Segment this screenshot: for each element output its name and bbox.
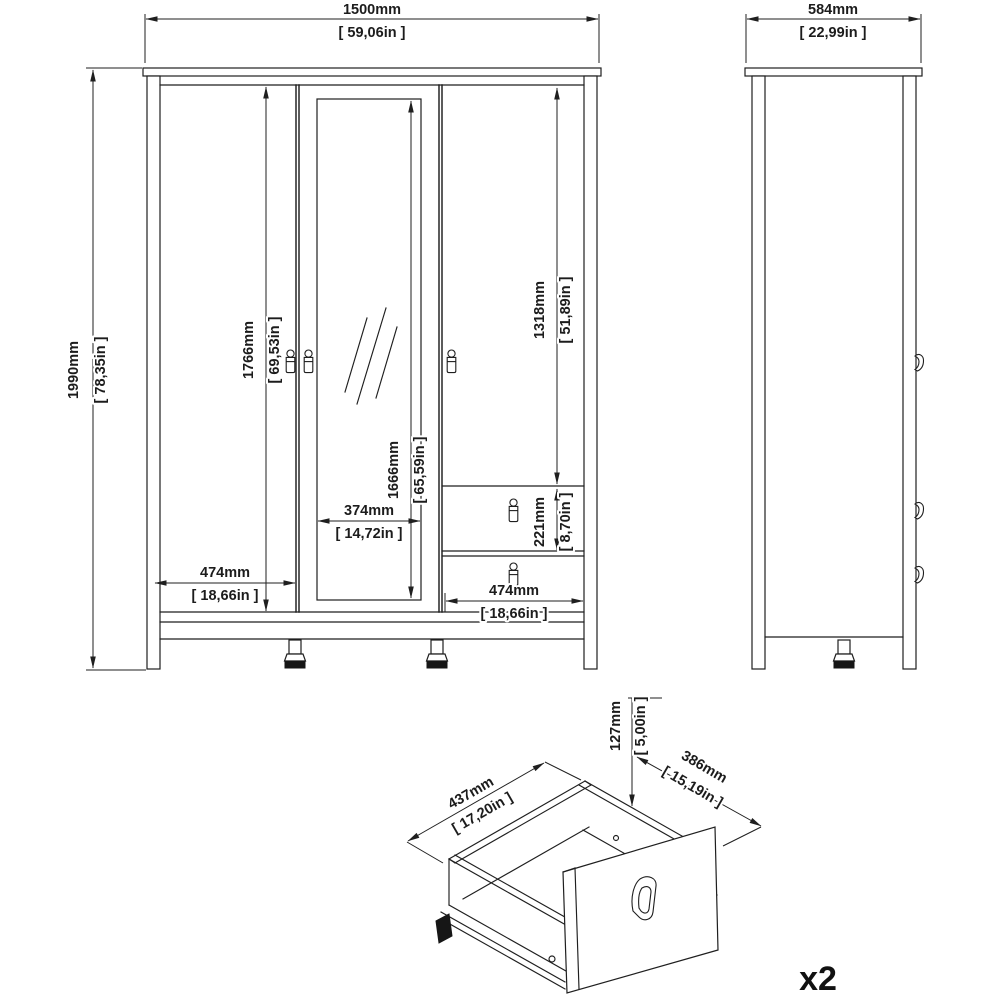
side-front-stile (751, 75, 766, 670)
right-section-dividers (441, 485, 585, 557)
dim-drawer-front-height-mm: 221mm (532, 497, 548, 547)
dim-right-drawer-width-inch: [ 18,66in ] (481, 606, 548, 622)
mirror-panel (316, 98, 422, 601)
dim-drawer-box-height-mm: 127mm (608, 701, 624, 751)
dim-overall-depth-inch: [ 22,99in ] (800, 25, 867, 41)
right-door-handle (446, 349, 457, 374)
dim-overall-depth: 584mm [ 22,99in ] (745, 0, 922, 63)
side-back-stile (902, 75, 917, 670)
dim-left-door-width: 474mm [ 18,66in ] (154, 563, 296, 606)
dim-drawer-box-height: 127mm [ 5,00in ] (606, 694, 662, 807)
middle-door-handle (303, 349, 314, 374)
dim-overall-width-mm: 1500mm (343, 2, 401, 18)
dim-overall-width: 1500mm [ 59,06in ] (144, 0, 600, 63)
dim-left-door-width-mm: 474mm (200, 565, 250, 581)
dim-left-door-height-inch: [ 69,53in ] (267, 316, 283, 383)
dim-mirror-width-inch: [ 14,72in ] (336, 526, 403, 542)
front-foot-left (283, 639, 307, 669)
drawer-slide-rail (435, 911, 566, 990)
dim-mirror-width: 374mm [ 14,72in ] (317, 501, 421, 544)
front-right-stile (583, 75, 598, 670)
drawer-leather-pull (631, 876, 657, 921)
drawer-quantity-label: x2 (799, 960, 837, 998)
dim-overall-height: 1990mm [ 78,35in ] (64, 67, 146, 671)
front-door-edges (295, 84, 443, 613)
left-door-handle (285, 349, 296, 374)
dim-mirror-width-mm: 374mm (344, 503, 394, 519)
dim-overall-depth-mm: 584mm (808, 2, 858, 18)
dim-left-door-height: 1766mm [ 69,53in ] (239, 86, 285, 612)
dimension-annotations: 1500mm [ 59,06in ] 584mm [ 22,99in ] 199… (64, 0, 922, 864)
dim-drawer-front-height-inch: [ 8,70in ] (558, 492, 574, 551)
front-top-board (142, 67, 602, 77)
dim-drawer-front-height: 221mm [ 8,70in ] (530, 488, 576, 553)
front-view (142, 67, 602, 670)
dim-drawer-box-width: 437mm [ 17,20in ] (406, 761, 582, 864)
side-top-board (744, 67, 923, 77)
front-foot-right (425, 639, 449, 669)
drawer1-handle (508, 498, 519, 523)
dim-overall-height-mm: 1990mm (66, 341, 82, 399)
dim-mirror-height: 1666mm [ 65,59in ] (384, 100, 430, 599)
dim-left-door-height-mm: 1766mm (241, 321, 257, 379)
dim-overall-width-inch: [ 59,06in ] (339, 25, 406, 41)
screw-hole (612, 834, 620, 842)
side-view (744, 67, 925, 670)
dim-right-door-height-inch: [ 51,89in ] (558, 276, 574, 343)
mirror-glass-reflection-lines (344, 307, 398, 405)
dim-right-door-height: 1318mm [ 51,89in ] (530, 87, 576, 485)
dim-drawer-box-depth: 386mm [ 15,19in ] (636, 746, 762, 847)
dim-right-door-height-mm: 1318mm (532, 281, 548, 339)
side-foot (832, 639, 856, 669)
dim-overall-height-inch: [ 78,35in ] (93, 336, 109, 403)
drawer-detail (435, 780, 719, 994)
dim-left-door-width-inch: [ 18,66in ] (192, 588, 259, 604)
front-left-stile (146, 75, 161, 670)
dim-mirror-height-mm: 1666mm (386, 441, 402, 499)
dim-drawer-box-height-inch: [ 5,00in ] (633, 696, 649, 755)
dim-right-drawer-width-mm: 474mm (489, 583, 539, 599)
dim-mirror-height-inch: [ 65,59in ] (412, 436, 428, 503)
dim-right-drawer-width: 474mm [ 18,66in ] (444, 581, 584, 624)
